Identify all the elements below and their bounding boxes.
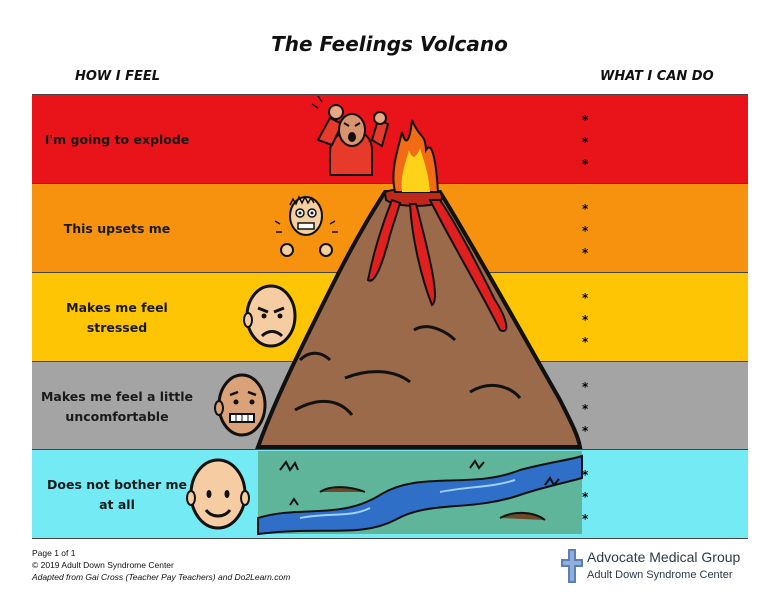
adapted-credit: Adapted from Gai Cross (Teacher Pay Teac… [32,572,291,582]
angry-person-icon [311,95,390,176]
action-bullets: *** [582,468,589,526]
volcano-icon [255,119,583,449]
what-i-can-do-header: WHAT I CAN DO [600,69,714,84]
stressed-face-icon [243,284,297,348]
band-explode: I'm going to explode *** [32,94,748,183]
band-label: Makes me feel stressed [66,299,168,335]
footer-info: Page 1 of 1 © 2019 Adult Down Syndrome C… [32,547,290,583]
action-bullets: *** [582,113,589,171]
medical-cross-icon [561,549,583,583]
how-i-feel-header: HOW I FEEL [75,69,161,84]
river-icon [257,451,583,536]
happy-face-icon [186,458,250,530]
table-bottom-border [32,538,748,539]
uncomfortable-face-icon [214,373,267,437]
band-label: Does not bother me at all [47,476,187,512]
logo-subtitle: Adult Down Syndrome Center [587,569,733,581]
action-bullets: *** [582,380,589,438]
band-label: Makes me feel a little uncomfortable [40,388,194,424]
action-bullets: *** [582,291,589,349]
logo-name: Advocate Medical Group [587,549,741,565]
upset-face-icon [274,195,338,257]
advocate-logo: Advocate Medical Group Adult Down Syndro… [561,547,761,587]
page-title: The Feelings Volcano [271,32,508,56]
band-label: This upsets me [63,220,171,236]
action-bullets: *** [582,202,589,260]
page-number: Page 1 of 1 [32,548,76,558]
copyright: © 2019 Adult Down Syndrome Center [32,560,174,570]
band-label: I'm going to explode [44,131,190,147]
